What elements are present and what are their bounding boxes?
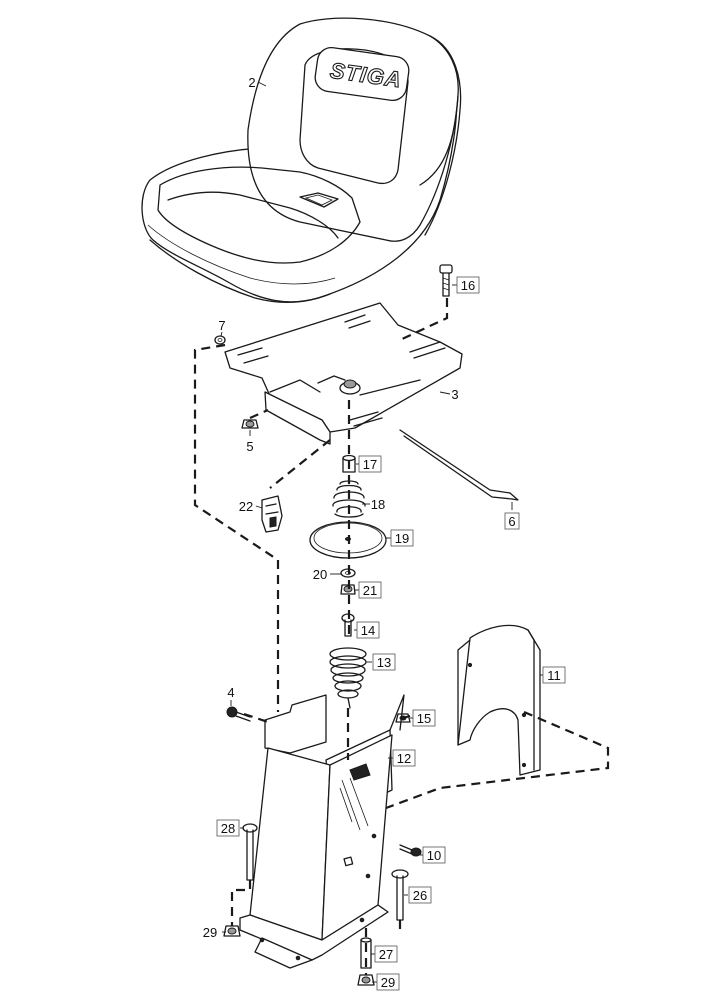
callout-19: 19: [395, 531, 409, 546]
callout-10: 10: [427, 848, 441, 863]
callout-16: 16: [461, 278, 475, 293]
seat-plate: [224, 302, 463, 445]
seat: STIGA: [141, 17, 462, 303]
callout-12: 12: [397, 751, 411, 766]
callout-26: 26: [413, 888, 427, 903]
bolt-16: [439, 264, 453, 297]
callout-13: 13: [377, 655, 391, 670]
nut-7: [214, 335, 226, 345]
pedestal-12: [239, 694, 405, 969]
callout-22: 22: [239, 499, 253, 514]
callout-box-27: [374, 945, 398, 963]
nut-29-left: [223, 925, 241, 937]
callout-17: 17: [363, 457, 377, 472]
clamp-22: [261, 495, 283, 533]
callout-3: 3: [451, 387, 458, 402]
callout-6: 6: [508, 514, 515, 529]
callout-2: 2: [248, 75, 255, 90]
cover-11: [457, 624, 541, 776]
callout-20: 20: [313, 567, 327, 582]
spring-13: [329, 647, 367, 709]
callout-29: 29: [381, 975, 395, 990]
callout-box-28: [216, 819, 240, 837]
callout-5: 5: [246, 439, 253, 454]
callout-box-21: [358, 581, 382, 599]
callout-box-26: [408, 886, 432, 904]
callout-box-29: [376, 973, 400, 991]
callout-18: 18: [371, 497, 385, 512]
callout-4: 4: [227, 685, 234, 700]
callout-28: 28: [221, 821, 235, 836]
callout-7: 7: [218, 318, 225, 333]
callout-box-19: [390, 529, 414, 547]
callout-11: 11: [547, 668, 561, 683]
callout-labels: 2 16 7 3 5 17 18 22 6 19 20 21 14 13 11 4 15 12 28 10 26 29 27…: [203, 75, 566, 991]
callout-box-12: [392, 749, 416, 767]
callout-box-10: [422, 846, 446, 864]
nut-29-bottom: [357, 974, 375, 986]
spacer-27: [360, 937, 372, 969]
callout-box-14: [356, 621, 380, 639]
assembly-lines: [193, 298, 610, 975]
callout-29: 29: [203, 925, 217, 940]
callout-box-17: [358, 455, 382, 473]
nut-21: [340, 584, 356, 595]
callout-box-16: [456, 276, 480, 294]
callout-21: 21: [363, 583, 377, 598]
callout-box-11: [542, 666, 566, 684]
callout-box-15: [412, 709, 436, 727]
nut-5: [241, 419, 259, 429]
leader-lines: [220, 81, 546, 983]
callout-14: 14: [361, 623, 375, 638]
adjustment-lever: [399, 429, 519, 501]
bolt-10: [399, 844, 422, 857]
stiga-logo-plaque: [314, 46, 410, 102]
callout-15: 15: [417, 711, 431, 726]
callout-box-13: [372, 653, 396, 671]
callout-box-6: [504, 512, 520, 530]
callout-27: 27: [379, 947, 393, 962]
